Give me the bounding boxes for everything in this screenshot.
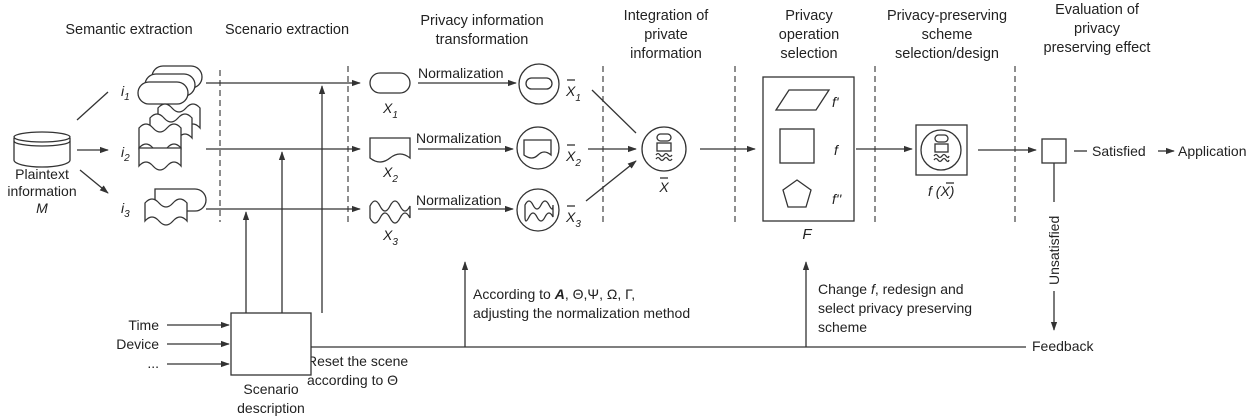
scenario-label-l2: description [237,400,305,416]
xbar1-to-integration-line [591,89,637,134]
source-to-i3-arrow [79,169,109,194]
scenario-input-more: ... [147,355,159,371]
op-label-f-prime: f' [832,94,840,110]
heading-scheme-l2: scheme [922,27,973,43]
reset-note-l2: according to Θ [307,372,398,388]
x1-normalized-icon [518,63,560,105]
heading-evaluation-l3: preserving effect [1044,40,1151,56]
x2-normalized-icon [516,126,560,170]
plaintext-database-icon [13,131,71,168]
svg-text:X: X [658,179,669,195]
i3-capsule-wave-icon [144,188,207,226]
heading-integration-l3: information [630,46,702,62]
heading-transformation-l2: transformation [436,32,529,48]
scenario-input-time: Time [128,317,159,333]
i1-stacked-capsules-icon [137,65,203,105]
heading-scheme-l1: Privacy-preserving [887,8,1007,24]
op-label-f: f [834,142,840,158]
svg-text:X1: X1 [565,83,581,104]
svg-text:X2: X2 [565,148,581,169]
source-to-i1-line [76,91,109,121]
normalization-label-3: Normalization [416,192,502,208]
normalization-label-2: Normalization [416,130,502,146]
label-xbar-integrated: X [658,177,669,195]
label-i3: i3 [121,200,130,220]
i2-stacked-wave-docs-icon [138,103,201,171]
normalization-note-l2: adjusting the normalization method [473,305,690,321]
scenario-input-device: Device [116,336,159,352]
label-x2: X2 [382,164,398,185]
label-xbar2: X2 [565,144,581,169]
heading-transformation-l1: Privacy information [420,13,543,29]
normalization-label-1: Normalization [418,65,504,81]
heading-evaluation-l2: privacy [1074,21,1121,37]
heading-operation-l1: Privacy [785,8,833,24]
stage-headings: Semantic extraction Scenario extraction … [65,2,1150,62]
scheme-label: f (X) [928,182,954,199]
heading-integration-l2: private [644,27,688,43]
op-parallelogram-icon [774,89,831,111]
source-label-l1: Plaintext [15,166,69,182]
heading-scheme-l3: selection/design [895,46,999,62]
scenario-description-box [230,312,312,376]
label-xbar1: X1 [565,79,581,104]
redesign-note-l2: select privacy preserving [818,300,972,316]
op-pentagon-icon [782,179,812,208]
xbar3-to-integration-arrow [585,160,637,202]
reset-note-l1: Reset the scene [307,353,408,369]
x3-wave-icon [369,200,411,224]
heading-operation-l3: selection [780,46,837,62]
heading-evaluation-l1: Evaluation of [1055,2,1140,18]
label-i2: i2 [121,144,130,164]
heading-semantic-extraction: Semantic extraction [65,22,192,38]
svg-text:X3: X3 [565,209,581,230]
source-label-l2: information [7,183,76,199]
application-label: Application [1178,143,1247,159]
heading-scenario-extraction: Scenario extraction [225,22,349,38]
redesign-note-l3: scheme [818,319,867,335]
label-x1: X1 [382,100,398,121]
label-xbar3: X3 [565,205,581,230]
evaluation-decision-box [1041,138,1067,164]
x3-normalized-icon [516,188,560,232]
scheme-icon [915,124,968,176]
op-label-f-double-prime: f'' [832,191,843,207]
label-i1: i1 [121,83,130,103]
stage-dividers [219,66,1016,222]
heading-integration-l1: Integration of [624,8,710,24]
redesign-note-l1: Change f, redesign and [818,281,964,297]
feedback-label: Feedback [1032,338,1094,354]
x2-document-icon [369,137,411,163]
satisfied-label: Satisfied [1092,143,1146,159]
normalization-note-l1: According to A, Θ,Ψ, Ω, Γ, [473,286,635,302]
label-x3: X3 [382,227,398,248]
heading-operation-l2: operation [779,27,839,43]
x1-capsule-icon [369,72,411,94]
unsatisfied-label: Unsatisfied [1046,216,1062,285]
source-symbol: M [36,200,48,216]
svg-text:f (X): f (X) [928,183,954,199]
integrated-info-icon [641,126,687,172]
scenario-label-l1: Scenario [243,381,298,397]
op-square-icon [779,128,815,164]
operation-set-label: F [802,226,812,243]
